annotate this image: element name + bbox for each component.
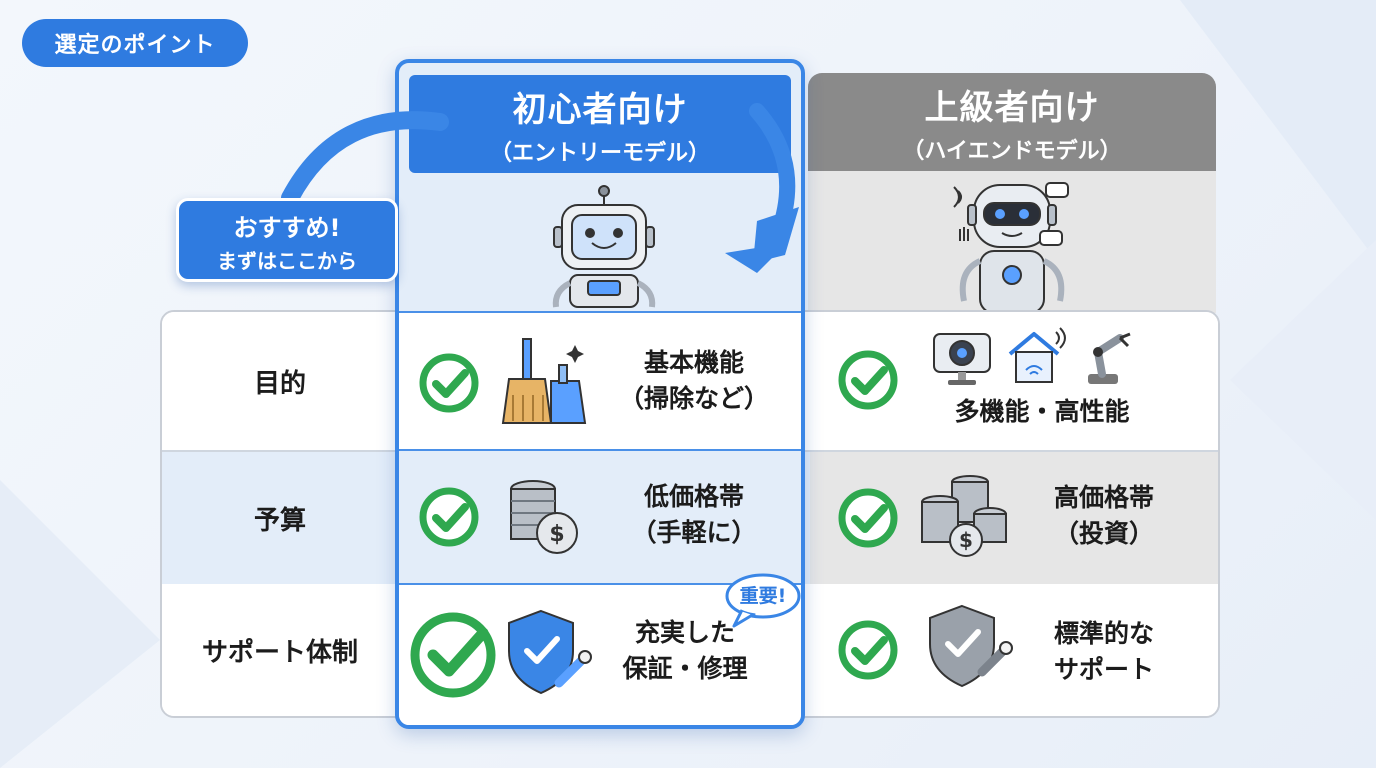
recommend-line2: まずはここから [217, 249, 357, 273]
advanced-column-header: 上級者向け （ハイエンドモデル） [808, 73, 1216, 313]
selection-points-badge: 選定のポイント [22, 19, 248, 67]
row-label-support: サポート体制 [201, 637, 358, 668]
row-label-budget: 予算 [253, 505, 306, 536]
advanced-robot-icon [953, 182, 1069, 313]
beginner-budget-cell: $ 低価格帯 （手軽に） [399, 449, 801, 585]
robot-icon [552, 185, 656, 308]
coin-stacks-icon: $ [921, 475, 1007, 557]
important-bubble: 重要! [724, 572, 802, 628]
beginner-subtitle: （エントリーモデル） [489, 140, 710, 166]
check-icon [838, 620, 898, 680]
curved-arrow-right [725, 103, 799, 273]
check-icon [410, 612, 496, 698]
camera-icon [933, 333, 991, 385]
coins-icon: $ [510, 480, 578, 554]
beginner-support-text: 充実した 保証・修理 [622, 618, 748, 683]
robot-arm-icon [1088, 332, 1131, 384]
check-icon [419, 353, 479, 413]
shield-wrench-icon [508, 609, 592, 695]
beginner-title: 初心者向け [512, 89, 688, 130]
beginner-purpose-cell: 基本機能 （掃除など） [399, 311, 801, 451]
svg-text:$: $ [959, 528, 973, 552]
smart-home-icon [1008, 327, 1066, 383]
speech-bubble-icon [725, 573, 801, 628]
advanced-title: 上級者向け [924, 87, 1100, 128]
beginner-column: 初心者向け （エントリーモデル） [395, 59, 805, 729]
check-icon [419, 487, 479, 547]
advanced-title-bar: 上級者向け （ハイエンドモデル） [808, 73, 1216, 171]
beginner-title-bar: 初心者向け （エントリーモデル） [409, 75, 791, 173]
advanced-purpose-text: 多機能・高性能 [954, 397, 1130, 426]
advanced-subtitle: （ハイエンドモデル） [902, 138, 1122, 164]
recommend-callout: おすすめ! まずはここから [176, 198, 398, 282]
beginner-budget-text: 低価格帯 （手軽に） [631, 482, 757, 547]
shield-wrench-icon [929, 604, 1013, 688]
row-label-purpose: 目的 [253, 368, 306, 399]
svg-text:$: $ [549, 522, 564, 547]
beginner-purpose-text: 基本機能 （掃除など） [618, 348, 769, 413]
check-icon [838, 350, 898, 410]
advanced-budget-text: 高価格帯 （投資） [1053, 483, 1154, 548]
curved-arrow-left [281, 111, 449, 207]
check-icon [838, 488, 898, 548]
advanced-support-text: 標準的な サポート [1053, 619, 1154, 684]
broom-icon [501, 338, 587, 424]
advanced-robot-area [808, 171, 1216, 313]
recommend-line1: おすすめ! [233, 214, 341, 242]
